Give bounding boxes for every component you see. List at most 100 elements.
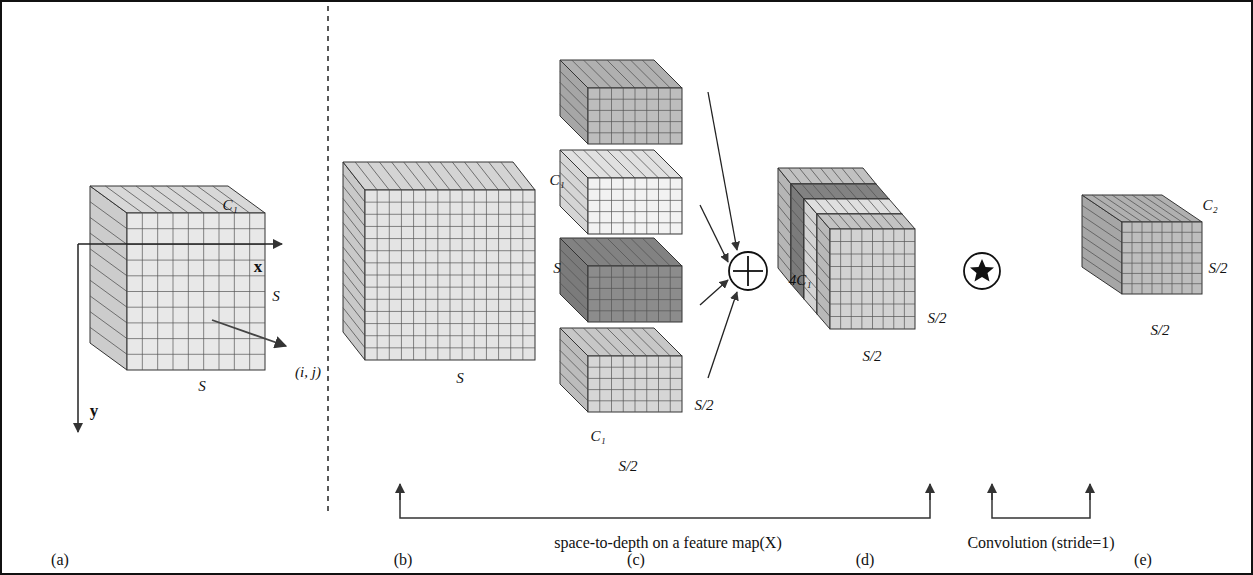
stroke — [791, 197, 804, 212]
stroke — [90, 327, 127, 354]
stroke — [477, 162, 499, 190]
stroke — [611, 88, 612, 144]
cube-side — [817, 214, 830, 329]
stroke — [560, 105, 588, 133]
stroke — [588, 99, 682, 100]
cube-top — [343, 162, 535, 190]
stroke — [1132, 195, 1172, 222]
stroke — [365, 202, 535, 203]
stroke — [365, 226, 535, 227]
stroke — [836, 199, 849, 214]
stroke — [844, 184, 857, 199]
stroke — [127, 291, 265, 292]
concat-symbol — [729, 252, 767, 290]
stroke — [599, 178, 600, 234]
stroke — [127, 275, 265, 276]
feature-map-cube — [90, 186, 265, 370]
stroke — [635, 178, 636, 234]
stroke — [588, 189, 682, 190]
stroke — [658, 88, 659, 144]
stroke — [619, 150, 647, 178]
stroke — [623, 88, 624, 144]
stroke — [817, 289, 830, 304]
stroke — [817, 264, 830, 279]
stroke — [588, 200, 682, 201]
stroke — [830, 291, 915, 292]
stroke — [560, 94, 588, 122]
stroke — [1182, 222, 1183, 294]
stroke — [365, 262, 535, 263]
stroke — [90, 312, 127, 339]
stroke — [623, 178, 624, 234]
stroke — [825, 199, 838, 214]
stroke — [830, 279, 915, 280]
dimension-label: S — [272, 289, 280, 304]
feature-map-cube — [560, 328, 682, 412]
stroke — [136, 186, 173, 213]
stroke — [1122, 263, 1202, 264]
stroke — [670, 266, 671, 322]
stroke — [881, 214, 894, 229]
stroke — [830, 266, 915, 267]
stroke — [588, 222, 682, 223]
stroke — [607, 238, 635, 266]
stroke — [213, 186, 250, 213]
stroke — [343, 235, 365, 263]
dimension-label: C₂ — [1202, 198, 1217, 213]
stroke — [611, 266, 612, 322]
stroke — [599, 266, 600, 322]
stroke — [631, 238, 659, 266]
dimension-label: C₁ — [222, 198, 237, 213]
stroke — [588, 110, 682, 111]
cube-top — [817, 214, 915, 229]
dimension-label: S/2 — [862, 349, 881, 364]
stroke — [778, 181, 791, 197]
arrow — [700, 280, 728, 305]
caption-text: space-to-depth on a feature map(X) — [554, 535, 781, 551]
stroke — [182, 186, 219, 213]
stroke — [560, 184, 588, 212]
stroke — [595, 238, 623, 266]
dimension-label: 4C₁ — [789, 273, 812, 288]
arrow — [708, 292, 737, 378]
stroke — [646, 178, 647, 234]
stroke — [1122, 273, 1202, 274]
stroke — [343, 247, 365, 275]
feature-map-cube — [1082, 195, 1202, 294]
stroke — [392, 162, 414, 190]
divider — [327, 6, 329, 515]
stroke — [343, 211, 365, 239]
cube-front — [588, 266, 682, 322]
stroke — [1142, 222, 1143, 294]
stroke — [817, 302, 830, 317]
stroke — [658, 356, 659, 412]
stroke — [642, 60, 670, 88]
stroke — [878, 199, 891, 214]
stroke — [834, 184, 847, 199]
stroke — [810, 168, 823, 184]
y-axis — [77, 244, 79, 432]
stroke — [588, 132, 682, 133]
stroke — [127, 228, 265, 229]
panel-label: (a) — [51, 552, 69, 568]
cube-front — [127, 213, 265, 370]
stroke — [802, 184, 815, 199]
stroke — [815, 199, 828, 214]
stroke — [830, 316, 915, 317]
stroke — [560, 195, 588, 223]
stroke — [588, 400, 682, 401]
stroke — [151, 186, 188, 213]
stroke — [416, 162, 438, 190]
stroke — [105, 186, 142, 213]
stroke — [868, 199, 881, 214]
stroke — [635, 266, 636, 322]
stroke — [560, 373, 588, 401]
stroke — [367, 162, 389, 190]
stroke — [642, 238, 670, 266]
x-axis — [78, 243, 282, 245]
stroke — [791, 222, 804, 237]
stroke — [365, 275, 535, 276]
stroke — [817, 252, 830, 267]
stroke — [599, 356, 600, 412]
